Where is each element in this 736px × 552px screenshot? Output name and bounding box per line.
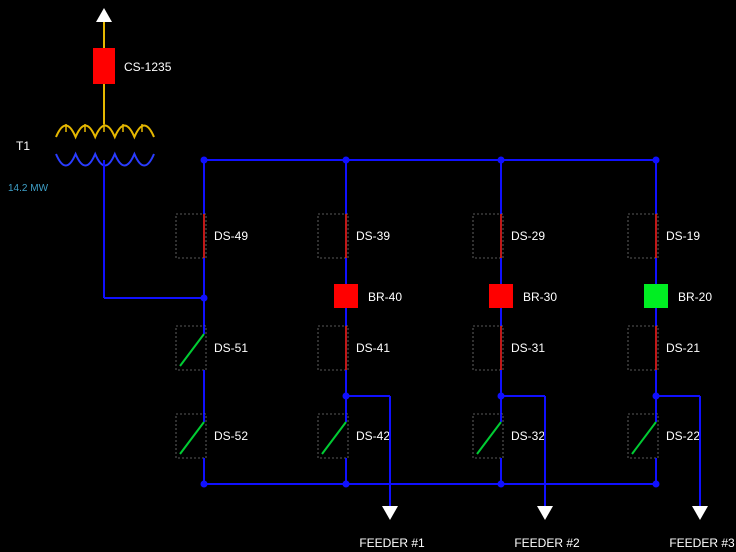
switch-ds-52 bbox=[179, 421, 205, 455]
switch-ds-51-label: DS-51 bbox=[214, 341, 248, 355]
switch-ds-32 bbox=[476, 421, 502, 455]
switch-ds-21-frame bbox=[627, 325, 659, 371]
transformer-label: T1 bbox=[16, 139, 30, 153]
feeder-label: FEEDER #1 bbox=[359, 536, 425, 550]
breaker-br-20[interactable] bbox=[644, 284, 668, 308]
breaker-label: BR-40 bbox=[368, 290, 402, 304]
switch-ds-29-frame bbox=[472, 213, 504, 259]
breaker-br-40[interactable] bbox=[334, 284, 358, 308]
switch-ds-39-frame bbox=[317, 213, 349, 259]
main-breaker-label: CS-1235 bbox=[124, 60, 172, 74]
switch-ds-51-frame bbox=[175, 325, 207, 371]
switch-ds-29-label: DS-29 bbox=[511, 229, 545, 243]
breaker-label: BR-20 bbox=[678, 290, 712, 304]
switch-ds-52-frame bbox=[175, 413, 207, 459]
switch-ds-31-label: DS-31 bbox=[511, 341, 545, 355]
switch-ds-31-frame bbox=[472, 325, 504, 371]
feeder-label: FEEDER #3 bbox=[669, 536, 735, 550]
primary-winding bbox=[55, 124, 155, 140]
switch-ds-22-frame bbox=[627, 413, 659, 459]
switch-ds-42-frame bbox=[317, 413, 349, 459]
switch-ds-42 bbox=[321, 421, 347, 455]
switch-ds-19-label: DS-19 bbox=[666, 229, 700, 243]
switch-ds-42-label: DS-42 bbox=[356, 429, 390, 443]
switch-ds-19-frame bbox=[627, 213, 659, 259]
feeder-arrow bbox=[382, 506, 398, 520]
switch-ds-22 bbox=[631, 421, 657, 455]
switch-ds-32-label: DS-32 bbox=[511, 429, 545, 443]
incoming-arrow-up bbox=[96, 8, 112, 22]
switch-ds-21-label: DS-21 bbox=[666, 341, 700, 355]
switch-ds-41-label: DS-41 bbox=[356, 341, 390, 355]
switch-ds-41-frame bbox=[317, 325, 349, 371]
switch-ds-49-label: DS-49 bbox=[214, 229, 248, 243]
feeder-arrow bbox=[692, 506, 708, 520]
feeder-arrow bbox=[537, 506, 553, 520]
switch-ds-51 bbox=[179, 333, 205, 367]
switch-ds-22-label: DS-22 bbox=[666, 429, 700, 443]
breaker-br-30[interactable] bbox=[489, 284, 513, 308]
power-readout: 14.2 MW bbox=[8, 183, 49, 194]
switch-ds-49-frame bbox=[175, 213, 207, 259]
feeder-label: FEEDER #2 bbox=[514, 536, 580, 550]
main-breaker-cs-1235[interactable] bbox=[93, 48, 115, 84]
switch-ds-32-frame bbox=[472, 413, 504, 459]
breaker-label: BR-30 bbox=[523, 290, 557, 304]
switch-ds-39-label: DS-39 bbox=[356, 229, 390, 243]
switch-ds-52-label: DS-52 bbox=[214, 429, 248, 443]
